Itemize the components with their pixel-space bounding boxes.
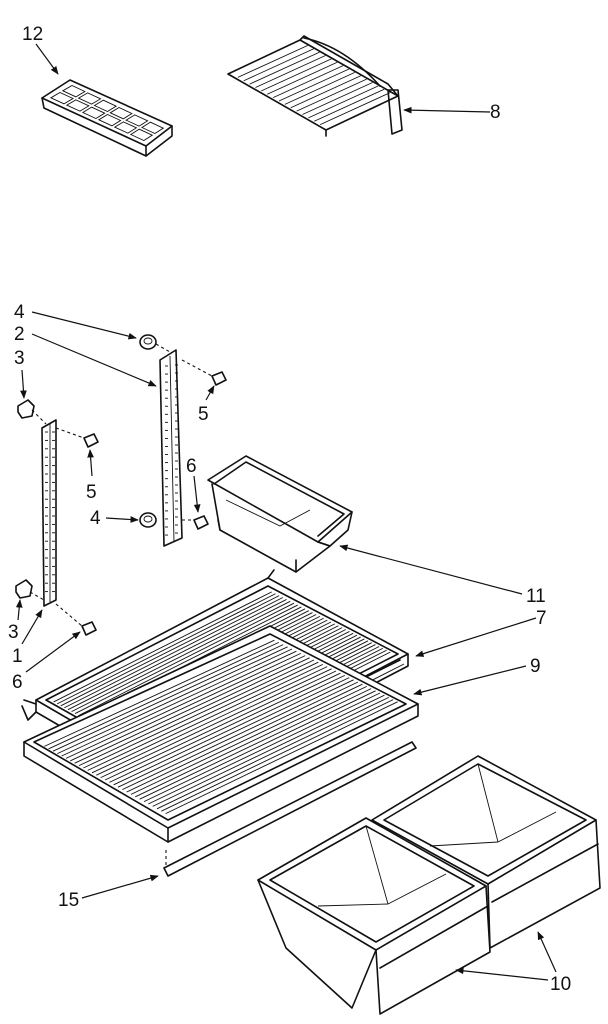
crisper-drawer-left [257,817,491,1015]
door-bin [207,455,353,573]
shelf-front-trim [163,741,417,877]
crisper-cover-shelf [23,625,419,843]
screw-6-lower [55,603,97,636]
screw-6-upper [182,515,209,530]
callout-12: 12 [22,24,43,45]
callout-6-upper: 6 [186,456,197,477]
callout-5-lower: 5 [86,482,97,503]
callout-9: 9 [530,656,541,677]
callout-5-upper: 5 [198,404,209,425]
freezer-wire-shelf [227,35,403,137]
callout-4-top: 4 [14,302,25,323]
ice-cube-tray [41,79,173,157]
callout-8: 8 [490,102,501,123]
left-shelf-rail [41,419,57,607]
right-shelf-rail [159,349,183,547]
rail-bracket-lower [15,579,33,599]
callout-3-bottom: 3 [8,622,19,643]
callout-10: 10 [550,974,571,995]
callout-2: 2 [14,324,25,345]
screw-5-upper [181,359,227,386]
callout-15: 15 [58,890,79,911]
callout-1: 1 [12,646,23,667]
callout-6-bottom: 6 [12,672,23,693]
callout-11: 11 [526,586,546,607]
rail-cap-upper [139,334,157,350]
callout-4-lower: 4 [90,508,101,529]
rail-cap-lower [139,512,157,528]
callout-7: 7 [536,608,547,629]
screw-5-lower [55,427,99,448]
callout-3-top: 3 [14,348,25,369]
rail-bracket-upper [17,399,35,419]
crisper-drawer-right [371,755,601,949]
